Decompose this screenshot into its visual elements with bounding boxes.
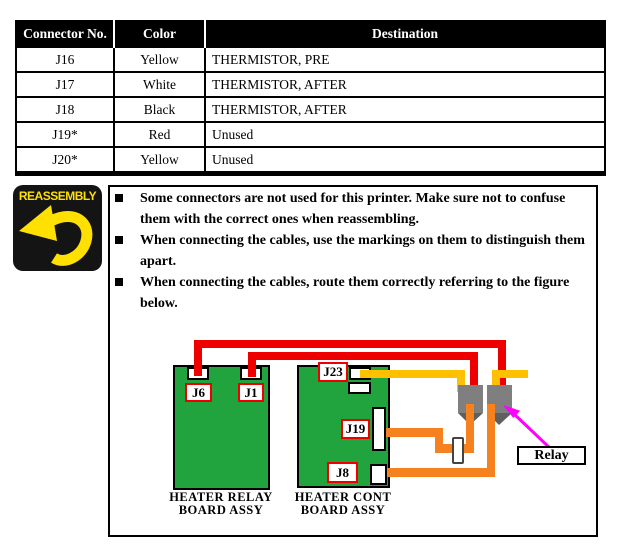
connector-table: Connector No. Color Destination J16 Yell… [15, 20, 606, 176]
note-item: Some connectors are not used for this pr… [115, 188, 585, 230]
wire-yellow-j23 [360, 370, 465, 378]
wire-orange-j19 [435, 428, 443, 453]
cell-destination: Unused [204, 146, 605, 174]
caption-line: BOARD ASSY [178, 502, 264, 517]
label-j23: J23 [318, 362, 348, 382]
wire-red-j1 [248, 352, 256, 377]
cell-color: Yellow [113, 46, 205, 72]
wire-red-j6 [498, 340, 506, 392]
bullet-square-icon [115, 194, 123, 202]
bullet-square-icon [115, 236, 123, 244]
note-item: When connecting the cables, use the mark… [115, 230, 585, 272]
reassembly-notes: Some connectors are not used for this pr… [115, 188, 585, 314]
relay-label: Relay [517, 446, 586, 465]
relay-pointer-arrow-icon [503, 405, 554, 452]
slot-j8 [370, 464, 387, 485]
cell-connector: J18 [16, 96, 114, 122]
caption-line: HEATER RELAY [169, 490, 273, 504]
label-j19: J19 [341, 419, 370, 439]
cell-destination: THERMISTOR, PRE [204, 46, 605, 72]
bullet-square-icon [115, 278, 123, 286]
wire-yellow-relay-right [492, 370, 528, 378]
heater-relay-board-caption: HEATER RELAY BOARD ASSY [159, 491, 283, 516]
wire-red-j6 [194, 340, 202, 376]
wire-orange-j8 [387, 468, 495, 477]
header-connector-no: Connector No. [16, 21, 114, 47]
cell-color: White [113, 71, 205, 97]
cell-destination: Unused [204, 121, 605, 147]
wire-yellow-relay-right [492, 370, 500, 392]
label-j8: J8 [327, 462, 358, 483]
table-row: J16 Yellow THERMISTOR, PRE [16, 46, 605, 72]
reassembly-badge-label: REASSEMBLY [18, 189, 97, 203]
slot-j19 [372, 407, 386, 451]
cell-connector: J17 [16, 71, 114, 97]
table-row: J20* Yellow Unused [16, 146, 605, 174]
header-destination: Destination [204, 21, 605, 47]
cell-destination: THERMISTOR, AFTER [204, 71, 605, 97]
cell-color: Red [113, 121, 205, 147]
wire-orange-j19 [386, 428, 443, 437]
note-text: When connecting the cables, route them c… [140, 275, 570, 311]
table-header-row: Connector No. Color Destination [16, 21, 605, 47]
caption-line: BOARD ASSY [300, 502, 386, 517]
cable-bead [452, 437, 464, 464]
label-j6: J6 [185, 383, 212, 402]
table-row: J19* Red Unused [16, 121, 605, 147]
cell-connector: J16 [16, 46, 114, 72]
note-text: Some connectors are not used for this pr… [140, 191, 566, 227]
wire-orange-j8 [487, 404, 495, 477]
slot-unused [348, 382, 371, 394]
wire-red-j1 [248, 352, 478, 360]
cell-destination: THERMISTOR, AFTER [204, 96, 605, 122]
reassembly-badge: REASSEMBLY [13, 185, 102, 271]
wire-orange-j19 [466, 404, 474, 453]
cell-color: Black [113, 96, 205, 122]
table-row: J17 White THERMISTOR, AFTER [16, 71, 605, 97]
heater-cont-board-caption: HEATER CONT BOARD ASSY [281, 491, 405, 516]
table-row: J18 Black THERMISTOR, AFTER [16, 96, 605, 122]
wire-red-j6 [194, 340, 506, 348]
cell-connector: J20* [16, 146, 114, 174]
caption-line: HEATER CONT [294, 490, 392, 504]
wire-red-j1 [470, 352, 478, 392]
cell-color: Yellow [113, 146, 205, 174]
note-item: When connecting the cables, route them c… [115, 272, 585, 314]
wire-yellow-j23 [457, 370, 465, 392]
cell-connector: J19* [16, 121, 114, 147]
header-color: Color [113, 21, 205, 47]
note-text: When connecting the cables, use the mark… [140, 233, 585, 269]
label-j1: J1 [238, 383, 264, 402]
reassembly-arrow-icon [19, 205, 93, 266]
